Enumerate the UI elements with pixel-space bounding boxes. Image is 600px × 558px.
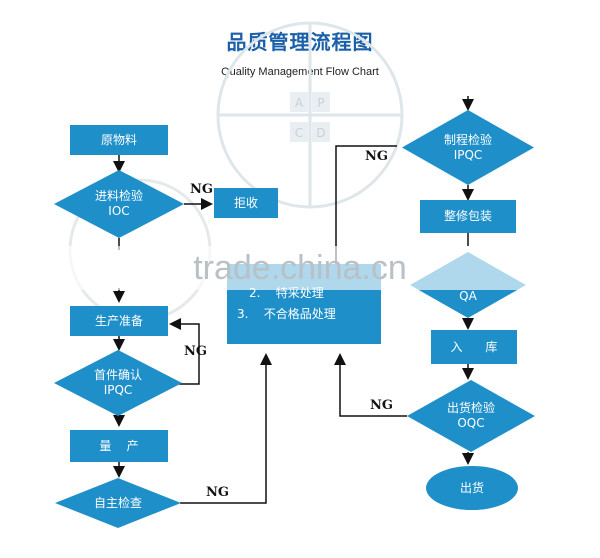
logo-letter-p: P xyxy=(317,96,324,110)
node-reject: 拒收 xyxy=(214,188,278,218)
chart-title: 品质管理流程图 xyxy=(226,30,374,54)
logo-letter-d: D xyxy=(316,126,325,140)
ng-label-self-inspection: NG xyxy=(206,485,229,500)
logo-letter-a: A xyxy=(295,96,304,110)
watermark: trade.china.cn xyxy=(0,246,600,290)
chart-subtitle: Quality Management Flow Chart xyxy=(221,66,379,78)
node-rework-pack: 整修包装 xyxy=(420,200,516,233)
special-item-nonconforming: 3. 不合格品处理 xyxy=(237,307,336,321)
node-mass-production: 量 产 xyxy=(70,430,168,462)
ng-label-outgoing: NG xyxy=(370,398,393,413)
logo-letter-c: C xyxy=(295,126,303,140)
node-production-prep: 生产准备 xyxy=(70,306,168,336)
ng-label-process: NG xyxy=(365,149,388,164)
ng-label-incoming: NG xyxy=(190,182,213,197)
node-ship: 出货 xyxy=(426,466,518,510)
ng-label-first-article: NG xyxy=(184,344,207,359)
node-raw-material: 原物料 xyxy=(70,125,168,155)
node-warehouse: 入 库 xyxy=(431,330,517,364)
